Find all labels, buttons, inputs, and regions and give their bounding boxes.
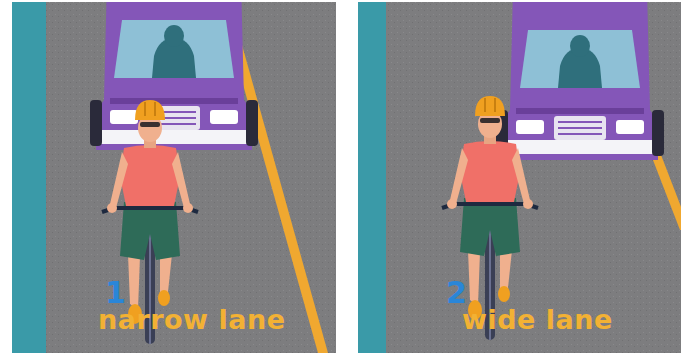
panel-caption: narrow lane [98, 306, 285, 333]
narrow-lane-panel [12, 2, 336, 353]
wide-lane-panel [358, 2, 681, 353]
panel-caption: wide lane [462, 306, 613, 333]
callout-number: 1 [105, 278, 126, 308]
callout-number: 2 [446, 278, 467, 308]
